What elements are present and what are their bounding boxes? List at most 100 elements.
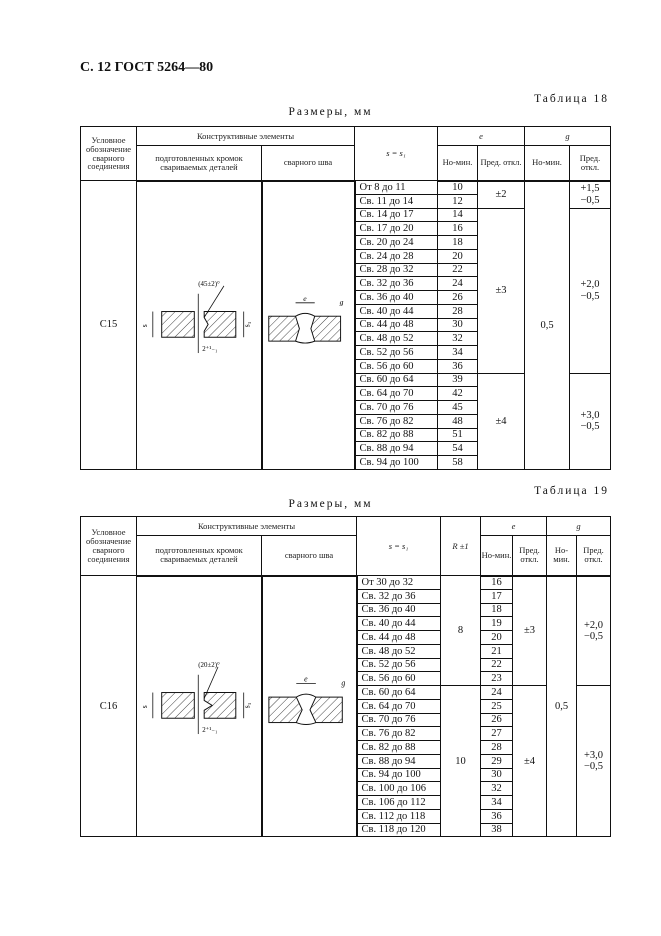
thickness-range: Св. 64 до 70 — [356, 698, 441, 714]
g-header: g — [546, 516, 611, 536]
table19-units: Размеры, мм — [288, 498, 373, 510]
thickness-range: Св. 82 до 88 — [354, 427, 438, 443]
e-nominal: 21 — [480, 643, 513, 659]
thickness-range: Св. 76 до 82 — [354, 413, 438, 429]
e-nominal: 42 — [437, 386, 478, 401]
e-header: e — [437, 126, 525, 146]
e-nominal: 23 — [480, 671, 513, 686]
table19-label: Таблица 19 — [534, 485, 609, 497]
thickness-range: Св. 94 до 100 — [354, 455, 438, 470]
prepared-edges-cell: s s₁ (45±2)° 2⁺¹₋₁ — [136, 180, 262, 470]
thickness-range: Св. 32 до 36 — [354, 276, 438, 291]
e-nominal: 36 — [437, 358, 478, 374]
e-nominal: 24 — [437, 276, 478, 291]
nom-header: Но-мин. — [524, 145, 570, 182]
g-deviation: +1,5 −0,5 — [569, 180, 611, 209]
e-nominal: 30 — [437, 317, 478, 333]
e-nominal: 38 — [480, 822, 513, 838]
constructive-header: Конструктивные элементы — [136, 516, 357, 536]
e-nominal: 32 — [437, 331, 478, 346]
e-nominal: 22 — [437, 262, 478, 278]
joint-designation: С16 — [80, 574, 137, 838]
e-nominal: 28 — [480, 740, 513, 755]
thickness-range: Св. 64 до 70 — [354, 386, 438, 401]
designation-header: Условное обозначение сварного соединения — [80, 516, 137, 576]
nom-header: Но-мин. — [437, 145, 478, 182]
thickness-range: Св. 44 до 48 — [356, 630, 441, 645]
angle-label: (45±2)° — [198, 281, 220, 288]
e-nominal: 10 — [437, 180, 478, 195]
g-deviation: +2,0 −0,5 — [576, 575, 611, 686]
thickness-range: Св. 70 до 76 — [356, 712, 441, 728]
thickness-range: Св. 17 до 20 — [354, 221, 438, 236]
e-nominal: 20 — [437, 248, 478, 264]
thickness-range: Св. 94 до 100 — [356, 767, 441, 783]
e-nominal: 14 — [437, 207, 478, 223]
e-nominal: 16 — [437, 221, 478, 236]
e-nominal: 48 — [437, 413, 478, 429]
thickness-range: Св. 32 до 36 — [356, 588, 441, 604]
r-header: R ±1 — [440, 516, 481, 576]
gap-label: 2⁺¹₋₁ — [202, 728, 217, 735]
nom-header: Но-мин. — [480, 535, 513, 577]
thickness-range: Св. 70 до 76 — [354, 400, 438, 415]
e-nominal: 18 — [437, 235, 478, 250]
thickness-range: Св. 60 до 64 — [354, 372, 438, 388]
g-dim-label: g — [339, 297, 343, 306]
s-header: s = s₁ — [356, 516, 441, 576]
e-nominal: 26 — [480, 712, 513, 728]
table-row: Св. 64 до 70 25 — [81, 698, 611, 714]
e-nominal: 34 — [437, 345, 478, 360]
constructive-header: Конструктивные элементы — [136, 126, 355, 146]
weld-seam-cell: e g — [260, 574, 358, 838]
thickness-range: Св. 56 до 60 — [356, 671, 441, 686]
thickness-range: Св. 36 до 40 — [356, 602, 441, 618]
e-nominal: 19 — [480, 616, 513, 631]
weld-header: сварного шва — [261, 145, 355, 182]
e-deviation: ±3 — [477, 207, 525, 374]
e-nominal: 22 — [480, 657, 513, 673]
e-nominal: 58 — [437, 455, 478, 470]
e-deviation: ±2 — [477, 180, 525, 209]
e-nominal: 54 — [437, 441, 478, 456]
thickness-range: Св. 112 до 118 — [356, 808, 441, 824]
angle-label: (20±2)° — [198, 662, 220, 669]
gap-label: 2⁺¹₋₁ — [202, 346, 217, 353]
prepared-edges-drawing: s s₁ (45±2)° 2⁺¹₋₁ — [140, 281, 252, 353]
e-nominal: 32 — [480, 781, 513, 796]
e-header: e — [480, 516, 547, 536]
g-header: g — [524, 126, 611, 146]
dev-header: Пред. откл. — [576, 535, 611, 577]
weld-header: сварного шва — [261, 535, 357, 577]
thickness-range: Св. 40 до 44 — [356, 616, 441, 631]
prepared-header: подготовленных кромок свариваемых детале… — [136, 535, 262, 577]
e-dim-label: e — [303, 294, 307, 303]
thickness-range: Св. 82 до 88 — [356, 740, 441, 755]
g-deviation: +3,0 −0,5 — [569, 372, 611, 470]
e-nominal: 25 — [480, 698, 513, 714]
e-deviation: ±4 — [512, 684, 547, 838]
thickness-range: Св. 28 до 32 — [354, 262, 438, 278]
thickness-range: Св. 44 до 48 — [354, 317, 438, 333]
thickness-range: Св. 20 до 24 — [354, 235, 438, 250]
thickness-range: Св. 52 до 56 — [354, 345, 438, 360]
radius-value: 8 — [440, 575, 481, 686]
thickness-range: Св. 11 до 14 — [354, 193, 438, 209]
s-dim-label: s — [140, 324, 149, 327]
thickness-range: Св. 48 до 52 — [354, 331, 438, 346]
prepared-edges-cell: s s₁ (20±2)° 2⁺¹₋₁ — [136, 574, 262, 838]
